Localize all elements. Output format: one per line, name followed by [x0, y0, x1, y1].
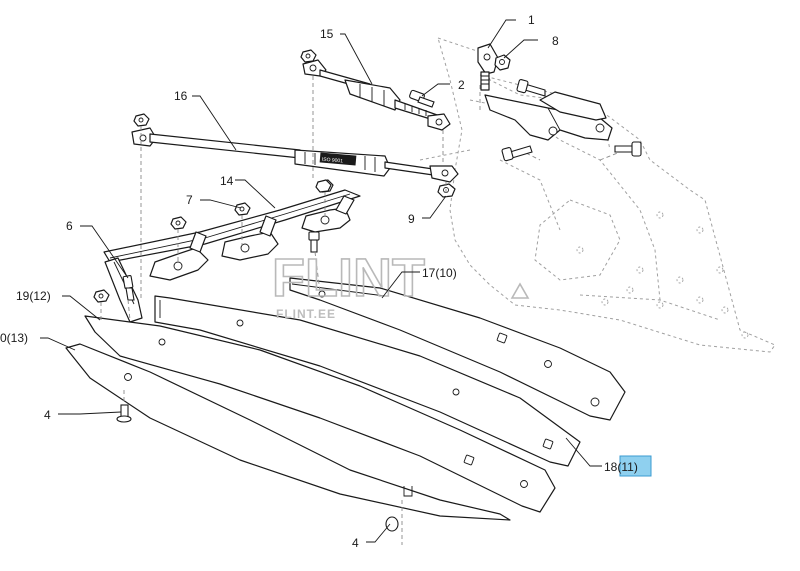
mounting-bracket: [479, 85, 626, 161]
bolt-center: [308, 231, 320, 253]
svg-text:ISO 9001: ISO 9001: [322, 157, 344, 165]
nut-part-9: [437, 183, 456, 198]
watermark-triangle-icon: [510, 282, 530, 299]
assembly-guides: [100, 76, 447, 545]
callout-4-upper[interactable]: 4: [44, 408, 51, 422]
callout-18-number: 18: [604, 460, 618, 474]
callout-7[interactable]: 7: [186, 193, 193, 207]
callout-17[interactable]: 17(10): [422, 266, 457, 280]
callout-1[interactable]: 1: [528, 13, 535, 27]
callout-8[interactable]: 8: [552, 34, 559, 48]
nut-19: [93, 289, 110, 303]
callout-20[interactable]: 0(13): [0, 331, 28, 345]
callout-14[interactable]: 14: [220, 174, 234, 188]
callout-18[interactable]: 18(11): [604, 460, 638, 474]
hanger-bracket-part-6: [104, 257, 143, 323]
callout-19[interactable]: 19(12): [16, 289, 51, 303]
bolt-part-2: [409, 89, 435, 108]
callout-9[interactable]: 9: [408, 212, 415, 226]
watermark: FLINT FLINT.EE: [271, 247, 530, 321]
highlight-box: [619, 455, 652, 477]
nut-15-left: [300, 49, 317, 63]
nut-part-8: [494, 54, 511, 71]
callout-6[interactable]: 6: [66, 219, 73, 233]
blade-part-20: [65, 343, 511, 521]
nuts-part-7: [170, 179, 332, 230]
watermark-site: FLINT.EE: [276, 307, 336, 321]
callout-15[interactable]: 15: [320, 27, 334, 41]
blade-part-19: [84, 315, 556, 513]
callout-4-lower[interactable]: 4: [352, 536, 359, 550]
blade-part-18: [154, 295, 581, 467]
callout-16[interactable]: 16: [174, 89, 188, 103]
callout-2[interactable]: 2: [458, 78, 465, 92]
clevis-bolt-part-1: [477, 43, 499, 91]
bracket-bolts: [501, 79, 642, 162]
ghost-frame: [419, 37, 776, 353]
bolts-part-4: [116, 404, 399, 532]
leader-lines: [40, 19, 602, 543]
curved-bar-part-14: [103, 189, 361, 281]
turnbuckle-part-15: [302, 59, 451, 131]
callout-labels: 1 2 4 4 6 7 8 9 14 15 16 17(10) 18(11) 1…: [0, 13, 638, 550]
blade-part-17: [289, 277, 626, 421]
adjustable-rod-part-16: ISO 9001: [131, 127, 459, 183]
watermark-brand: FLINT: [272, 248, 425, 308]
callout-18-highlight: (11): [617, 460, 637, 474]
